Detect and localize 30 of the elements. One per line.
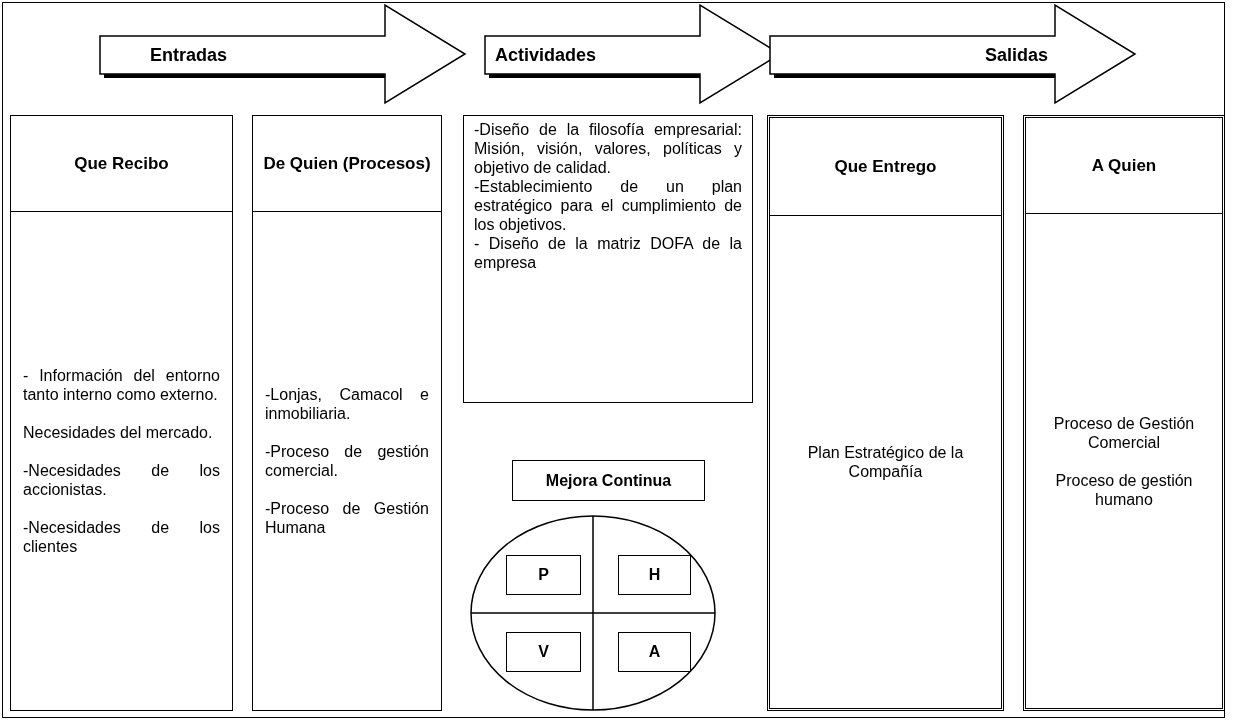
activity-item: - Diseño de la matriz DOFA de la empresa — [474, 234, 742, 272]
list-item: -Necesidades de los accionistas. — [23, 461, 220, 499]
stage-label: Entradas — [150, 45, 228, 66]
list-item: -Necesidades de los clientes — [23, 518, 220, 556]
column-panel — [252, 115, 442, 711]
list-item: -Proceso de gestión comercial. — [265, 442, 429, 480]
letter-box: A — [618, 632, 691, 672]
list-item: Plan Estratégico de la Compañía — [806, 443, 965, 481]
column-heading: Que Recibo — [11, 116, 232, 212]
stage-label: Actividades — [495, 45, 597, 66]
stage-label: Salidas — [985, 45, 1049, 66]
column-heading: A Quien — [1026, 118, 1222, 214]
list-item: -Proceso de Gestión Humana — [265, 499, 429, 537]
column-panel — [767, 115, 1004, 711]
activity-item: -Establecimiento de un plan estratégico para el cumplimiento de los objetivos. — [474, 177, 742, 234]
letter-box: P — [506, 555, 581, 595]
activity-item: -Diseño de la filosofía empresarial: Misión, visión, valores, políticas y objetivo de calidad. — [474, 120, 742, 177]
list-item: Necesidades del mercado. — [23, 423, 214, 442]
letter-box: V — [506, 632, 581, 672]
list-item: Proceso de Gestión Comercial — [1052, 413, 1196, 452]
section-heading: Mejora Continua — [512, 460, 705, 501]
activity-panel — [463, 115, 753, 403]
list-item: Proceso de gestión humano — [1054, 470, 1194, 509]
column-heading: De Quien (Procesos) — [253, 116, 441, 212]
column-panel — [10, 115, 233, 711]
list-item: -Lonjas, Camacol e inmobiliaria. — [265, 385, 429, 423]
column-panel — [1023, 115, 1225, 711]
list-item: - Información del entorno tanto interno como externo. — [23, 366, 220, 404]
column-heading: Que Entrego — [770, 118, 1001, 216]
letter-box: H — [618, 555, 691, 595]
